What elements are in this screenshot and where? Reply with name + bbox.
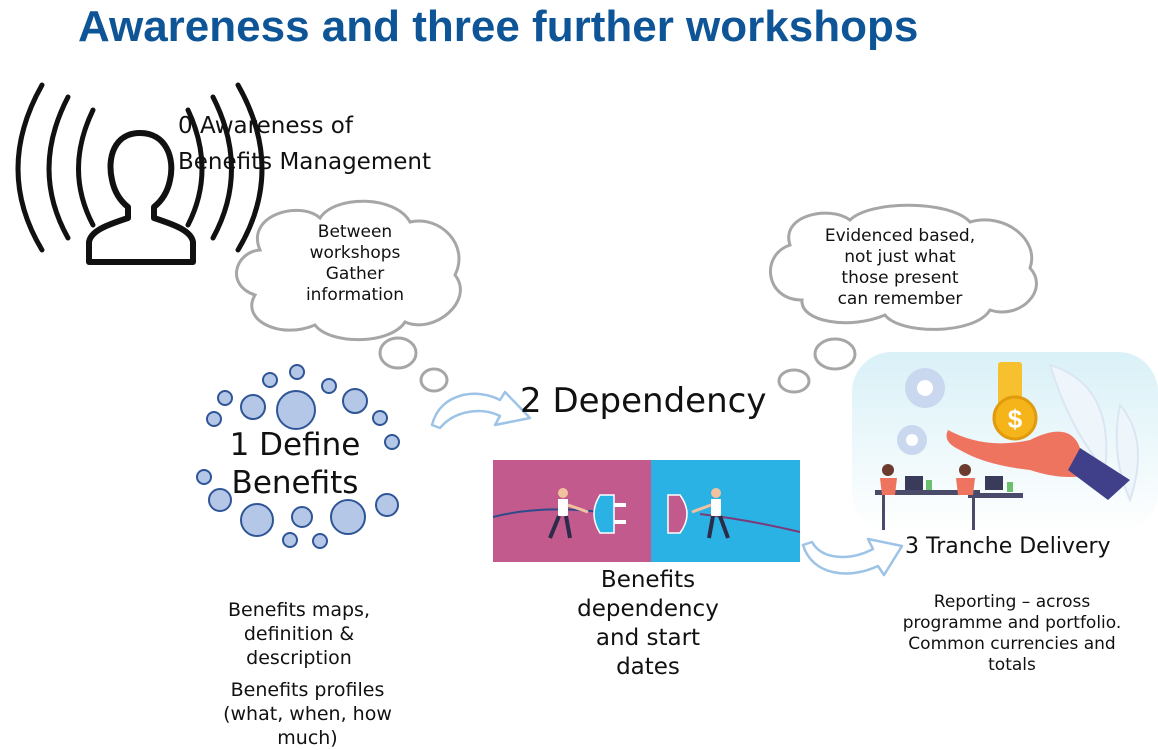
reporting-line: totals — [988, 655, 1036, 675]
thought-cloud-left-text: Between workshops Gather information — [265, 222, 445, 306]
dependency-note: Benefits dependency and start dates — [548, 566, 748, 682]
office-money-illustration: $ — [852, 352, 1158, 532]
thought-cloud-left — [235, 199, 462, 393]
awareness-label: 0 Awareness of Benefits Management — [178, 108, 431, 180]
benefits-maps-line: description — [246, 647, 352, 669]
thought-cloud-right-text: Evidenced based, not just what those pre… — [800, 226, 1000, 310]
cloud-line: information — [305, 285, 405, 305]
thought-cloud-right — [769, 203, 1038, 394]
benefits-maps-note: Benefits maps, definition & description — [205, 598, 393, 670]
cloud-line: those present — [841, 268, 959, 288]
reporting-line: Reporting – across — [933, 592, 1091, 612]
benefits-profiles-line: (what, when, how — [223, 703, 392, 725]
reporting-note: Reporting – across programme and portfol… — [872, 592, 1152, 676]
reporting-line: programme and portfolio. — [902, 613, 1122, 633]
cloud-line: workshops — [309, 243, 401, 263]
bubble-cluster-icon — [196, 364, 400, 549]
dependency-note-line: dependency — [577, 596, 719, 622]
svg-text:$: $ — [1008, 404, 1023, 434]
benefits-profiles-line: Benefits profiles — [230, 679, 385, 701]
dependency-note-line: and start — [595, 625, 701, 651]
benefits-maps-line: definition & — [243, 623, 355, 645]
person-broadcast-icon — [15, 82, 265, 265]
awareness-line: Benefits Management — [178, 149, 431, 175]
tranche-delivery-label: 3 Tranche Delivery — [905, 534, 1111, 559]
dependency-label: 2 Dependency — [520, 381, 767, 421]
benefits-profiles-note: Benefits profiles (what, when, how much) — [195, 678, 420, 750]
cloud-line: can remember — [837, 289, 963, 309]
cloud-line: Evidenced based, — [824, 226, 976, 246]
benefits-maps-line: Benefits maps, — [228, 599, 370, 621]
awareness-line: 0 Awareness of — [178, 113, 353, 139]
curved-arrow-icon — [430, 390, 904, 577]
reporting-line: Common currencies and — [908, 634, 1116, 654]
benefits-profiles-line: much) — [277, 727, 338, 749]
plug-tug-of-war-image — [492, 460, 801, 562]
dependency-note-line: Benefits — [600, 567, 696, 593]
cloud-line: Between — [317, 222, 393, 242]
cloud-line: Gather — [325, 264, 385, 284]
define-line: Benefits — [231, 465, 359, 501]
define-benefits-label: 1 Define Benefits — [200, 426, 390, 502]
cloud-line: not just what — [844, 247, 956, 267]
define-line: 1 Define — [229, 427, 361, 463]
page-title: Awareness and three further workshops — [78, 2, 919, 51]
dependency-note-line: dates — [616, 654, 680, 680]
